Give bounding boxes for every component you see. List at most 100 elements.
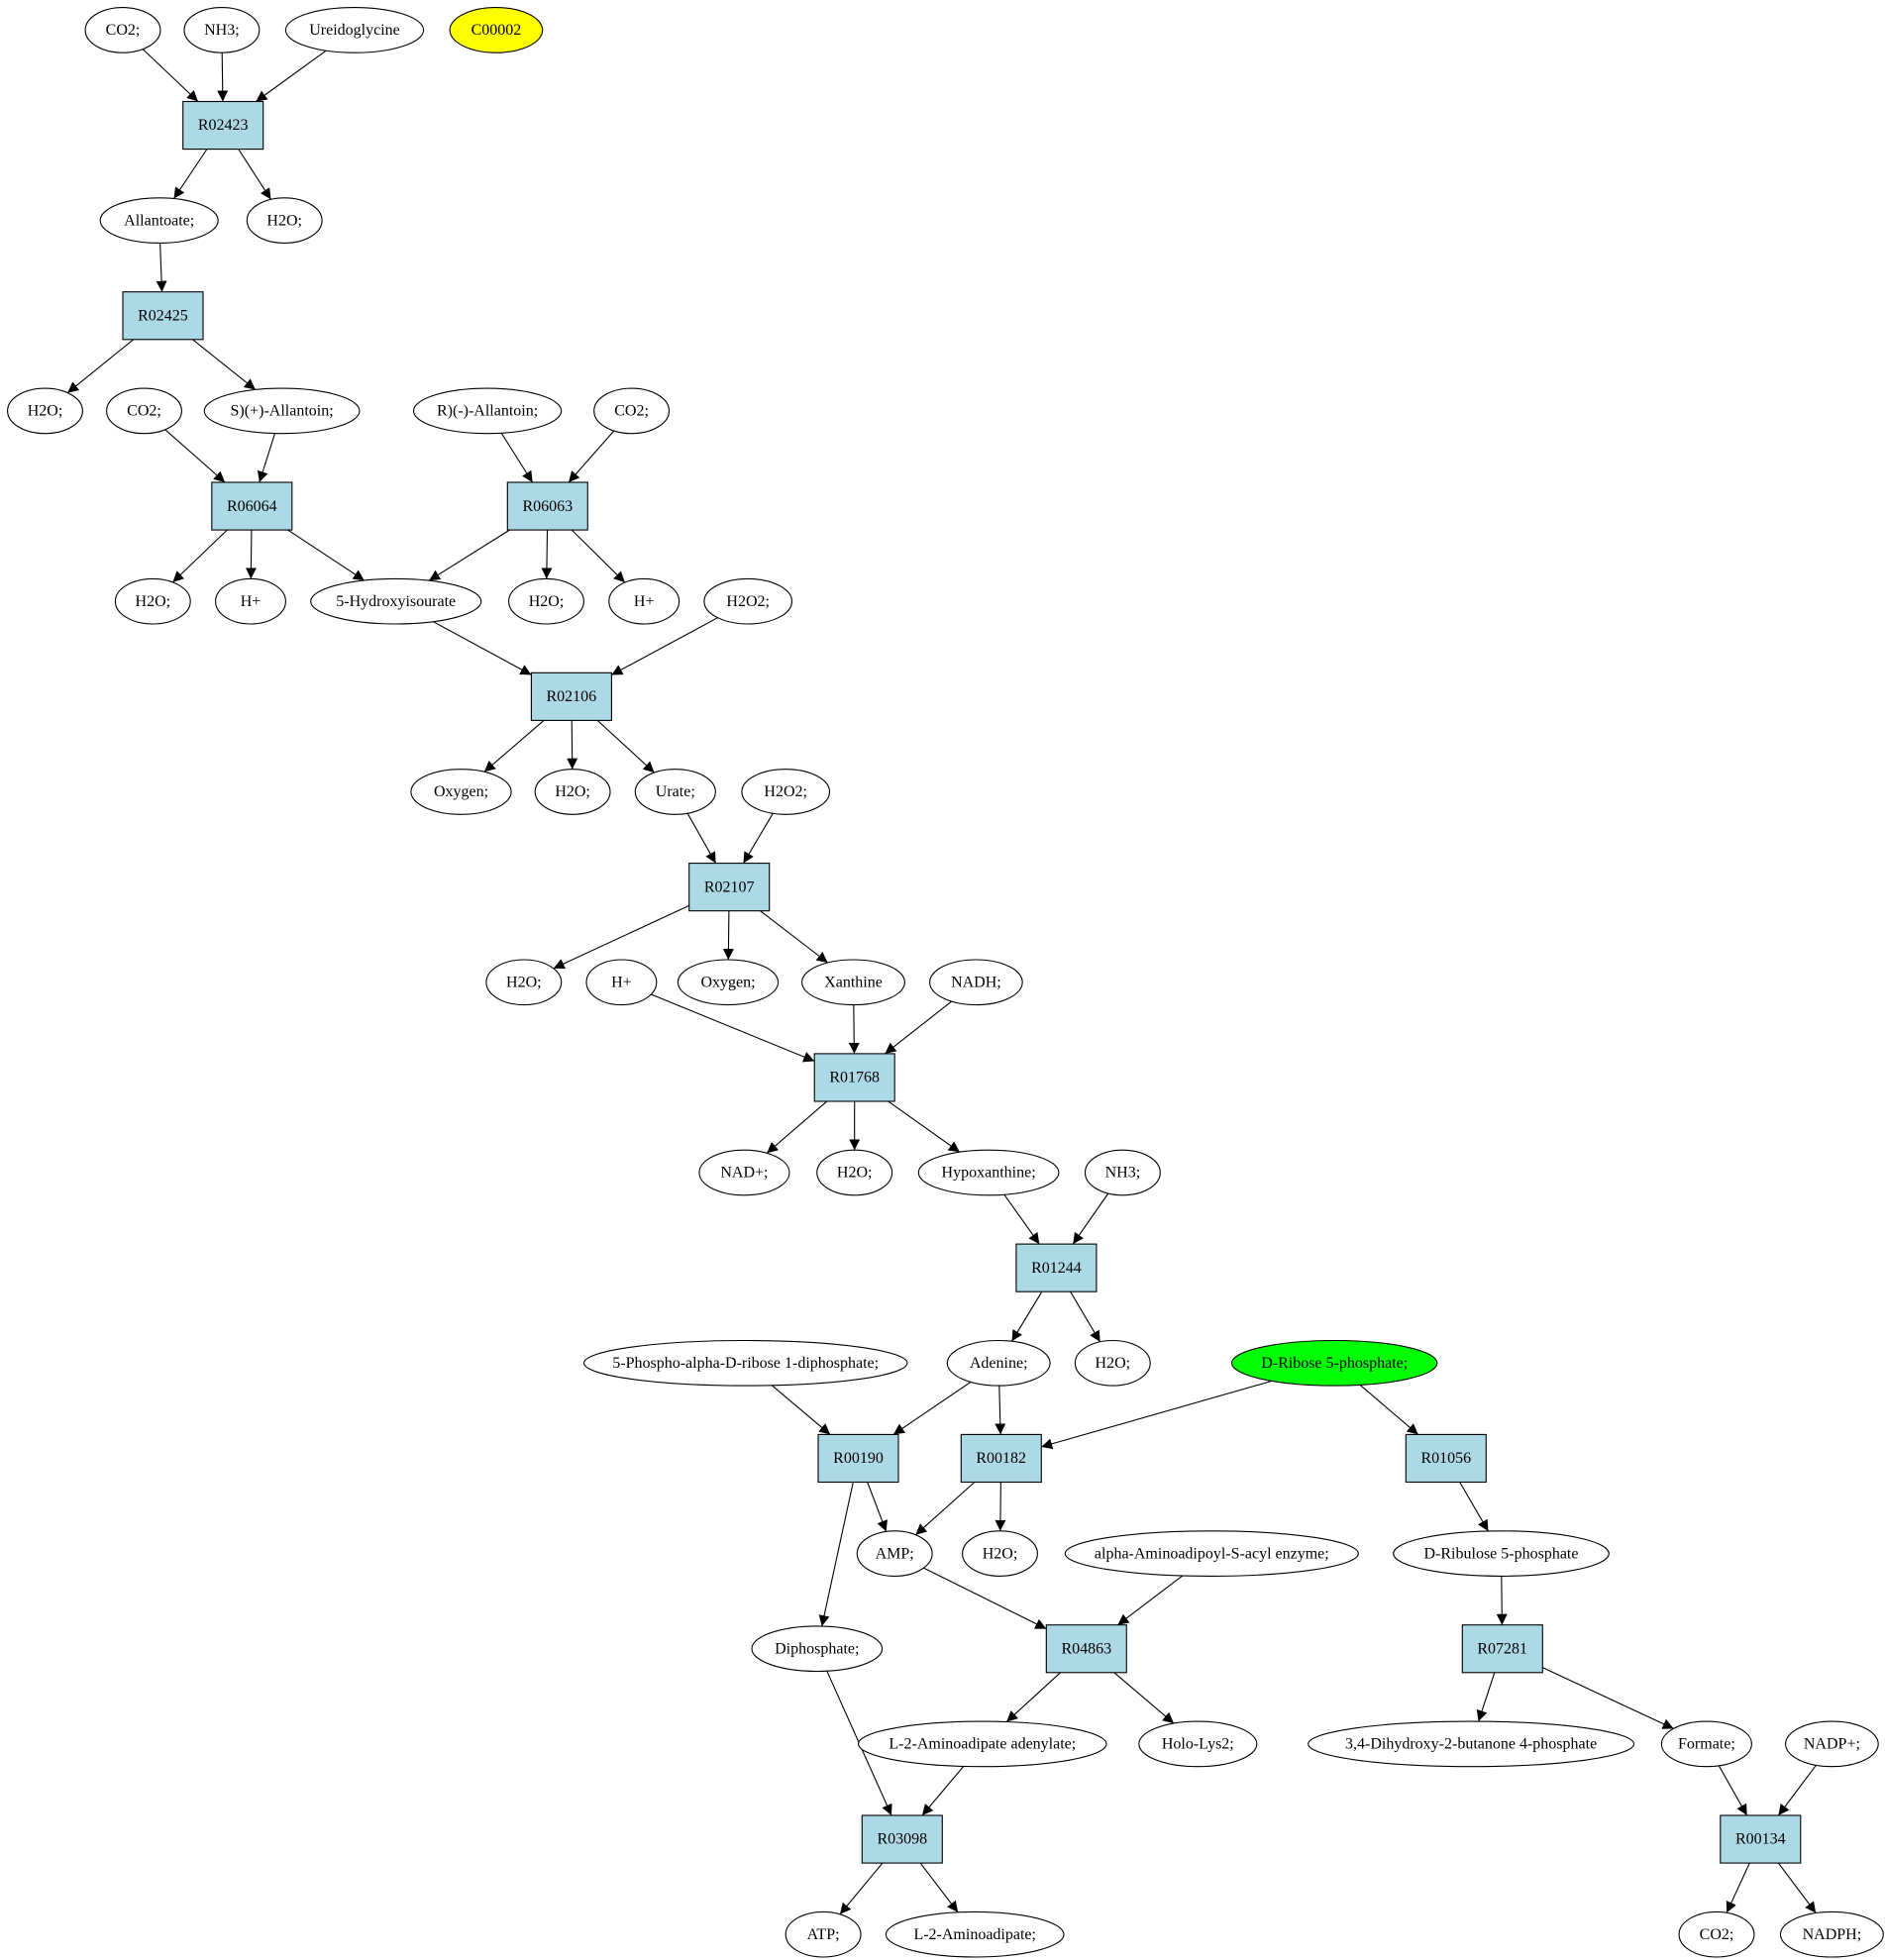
compound-node-alpha-aminoadipoyl-s-acyl-enzyme[interactable]: alpha-Aminoadipoyl-S-acyl enzyme; xyxy=(1064,1530,1359,1577)
node-label: NADP+; xyxy=(1804,1736,1860,1753)
compound-ellipse xyxy=(856,1530,933,1577)
compound-node-atp[interactable]: ATP; xyxy=(785,1910,862,1958)
compound-ellipse xyxy=(698,1149,790,1196)
compound-node-c00002[interactable]: C00002 xyxy=(449,7,544,53)
compound-node-h2o2[interactable]: H2O2; xyxy=(741,769,831,815)
compound-node-formate[interactable]: Formate; xyxy=(1660,1720,1752,1768)
node-label: Ureidoglycine xyxy=(309,22,400,39)
compound-node-h2o[interactable]: H2O; xyxy=(816,1149,893,1196)
reaction-box xyxy=(506,481,588,531)
node-label: 5-Phospho-alpha-D-ribose 1-diphosphate; xyxy=(612,1355,879,1372)
compound-node-co2[interactable]: CO2; xyxy=(84,7,161,53)
compound-node-nadp[interactable]: NADP+; xyxy=(1785,1720,1879,1768)
compound-ellipse xyxy=(801,959,905,1006)
compound-ellipse xyxy=(412,387,563,435)
compound-node-d-ribulose-5-phosphate[interactable]: D-Ribulose 5-phosphate xyxy=(1393,1530,1610,1577)
edge-r3-m13 xyxy=(245,530,257,579)
reaction-node-r07281[interactable]: R07281 xyxy=(1461,1624,1543,1674)
compound-node-co2[interactable]: CO2; xyxy=(106,387,182,435)
compound-node-h[interactable]: H+ xyxy=(608,577,681,625)
compound-ellipse xyxy=(99,197,219,244)
compound-node-d-ribose-5-phosphate[interactable]: D-Ribose 5-phosphate; xyxy=(1230,1339,1438,1387)
compound-ellipse xyxy=(962,1530,1038,1577)
compound-node-hypoxanthine[interactable]: Hypoxanthine; xyxy=(917,1149,1060,1196)
reaction-node-r00190[interactable]: R00190 xyxy=(817,1433,899,1484)
node-label: NAD+; xyxy=(720,1165,768,1182)
edge-m21-r6 xyxy=(743,813,774,864)
compound-node-nh3[interactable]: NH3; xyxy=(1084,1149,1161,1196)
compound-node-co2[interactable]: CO2; xyxy=(593,387,671,435)
node-label: 5-Hydroxyisourate xyxy=(336,593,456,610)
edge-r8-m33 xyxy=(1070,1290,1101,1343)
compound-node-diphosphate[interactable]: Diphosphate; xyxy=(751,1625,884,1673)
edge-r11-m38 xyxy=(1459,1482,1489,1532)
reaction-node-r02425[interactable]: R02425 xyxy=(122,291,204,341)
compound-node-h2o[interactable]: H2O; xyxy=(1074,1339,1151,1387)
compound-node-l-2-aminoadipate-adenylate[interactable]: L-2-Aminoadipate adenylate; xyxy=(858,1720,1107,1768)
compound-ellipse xyxy=(215,577,286,625)
compound-node-holo-lys2[interactable]: Holo-Lys2; xyxy=(1138,1720,1258,1768)
compound-node-s-allantoin[interactable]: S)(+)-Allantoin; xyxy=(203,387,361,435)
compound-node-h2o[interactable]: H2O; xyxy=(962,1530,1038,1577)
compound-node-nadph[interactable]: NADPH; xyxy=(1779,1910,1884,1958)
edge-r1-m5 xyxy=(173,149,208,199)
node-label: NADH; xyxy=(951,974,1001,990)
reaction-node-r06063[interactable]: R06063 xyxy=(506,481,588,531)
compound-ellipse xyxy=(634,769,716,815)
node-label: ATP; xyxy=(807,1926,840,1943)
edge-r8-m32 xyxy=(1011,1290,1043,1342)
compound-ellipse xyxy=(1785,1720,1879,1768)
compound-node-urate[interactable]: Urate; xyxy=(634,769,716,815)
edge-r5-m19 xyxy=(567,720,578,770)
reaction-node-r03098[interactable]: R03098 xyxy=(861,1814,943,1864)
node-label: Adenine; xyxy=(970,1355,1028,1372)
compound-node-h2o[interactable]: H2O; xyxy=(508,577,584,625)
compound-node-h2o2[interactable]: H2O2; xyxy=(703,577,793,625)
compound-ellipse xyxy=(946,1339,1051,1387)
edge-r9-m39 xyxy=(818,1482,854,1627)
reaction-node-r01056[interactable]: R01056 xyxy=(1405,1433,1487,1484)
compound-node-h2o[interactable]: H2O; xyxy=(114,577,191,625)
reaction-node-r01244[interactable]: R01244 xyxy=(1015,1243,1098,1292)
compound-node-h[interactable]: H+ xyxy=(585,959,658,1006)
node-label: H2O; xyxy=(983,1545,1018,1562)
compound-node-h2o[interactable]: H2O; xyxy=(534,769,611,815)
compound-node-nad[interactable]: NAD+; xyxy=(698,1149,790,1196)
compound-node-xanthine[interactable]: Xanthine xyxy=(801,959,905,1006)
compound-node-r-allantoin[interactable]: R)(-)-Allantoin; xyxy=(412,387,563,435)
compound-node-amp[interactable]: AMP; xyxy=(856,1530,933,1577)
reaction-node-r00182[interactable]: R00182 xyxy=(960,1433,1042,1484)
compound-node-5-phospho-alpha-d-ribose-1-diphosphate[interactable]: 5-Phospho-alpha-D-ribose 1-diphosphate; xyxy=(582,1339,908,1387)
compound-node-l-2-aminoadipate[interactable]: L-2-Aminoadipate; xyxy=(885,1910,1065,1958)
compound-ellipse xyxy=(1308,1720,1635,1768)
edge-r4-m16 xyxy=(571,529,626,583)
compound-node-oxygen[interactable]: Oxygen; xyxy=(677,959,780,1006)
compound-node-h2o[interactable]: H2O; xyxy=(7,387,83,435)
edge-r7-m27 xyxy=(766,1100,828,1154)
node-label: Oxygen; xyxy=(434,783,488,800)
compound-node-nh3[interactable]: NH3; xyxy=(183,7,261,53)
compound-node-allantoate[interactable]: Allantoate; xyxy=(99,197,219,244)
reaction-node-r00134[interactable]: R00134 xyxy=(1720,1814,1802,1864)
compound-node-ureidoglycine[interactable]: Ureidoglycine xyxy=(284,7,425,53)
compound-node-co2[interactable]: CO2; xyxy=(1678,1910,1755,1958)
compound-node-h[interactable]: H+ xyxy=(215,577,286,625)
reaction-node-r02423[interactable]: R02423 xyxy=(182,100,264,151)
edge-r12-m41 xyxy=(1113,1672,1175,1724)
compound-node-3-4-dihydroxy-2-butanone-4-phosphate[interactable]: 3,4-Dihydroxy-2-butanone 4-phosphate xyxy=(1308,1720,1635,1768)
reaction-node-r04863[interactable]: R04863 xyxy=(1045,1624,1127,1674)
reaction-box xyxy=(1405,1433,1487,1484)
compound-node-adenine[interactable]: Adenine; xyxy=(946,1339,1051,1387)
compound-node-5-hydroxyisourate[interactable]: 5-Hydroxyisourate xyxy=(310,577,482,625)
compound-node-nadh[interactable]: NADH; xyxy=(929,959,1023,1006)
compound-node-h2o[interactable]: H2O; xyxy=(246,197,323,244)
reaction-node-r02106[interactable]: R02106 xyxy=(530,671,612,721)
node-label: CO2; xyxy=(614,403,649,420)
reaction-node-r01768[interactable]: R01768 xyxy=(813,1053,895,1102)
reaction-node-r06064[interactable]: R06064 xyxy=(211,481,293,531)
reaction-node-r02107[interactable]: R02107 xyxy=(688,863,771,912)
edge-m20-r6 xyxy=(686,812,717,864)
compound-node-oxygen[interactable]: Oxygen; xyxy=(410,769,512,815)
compound-node-h2o[interactable]: H2O; xyxy=(485,959,563,1006)
